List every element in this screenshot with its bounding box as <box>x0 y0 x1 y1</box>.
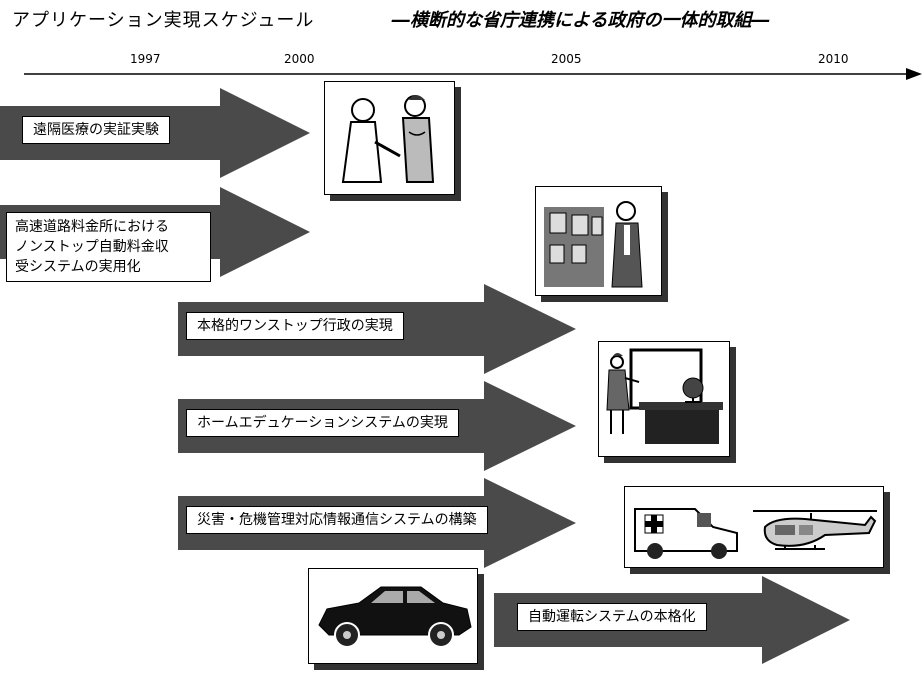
label-remote-medicine: 遠隔医療の実証実験 <box>22 116 170 144</box>
label-one-stop-gov: 本格的ワンストップ行政の実現 <box>186 312 404 340</box>
label-autonomous-driving: 自動運転システムの本格化 <box>517 603 707 631</box>
year-label-2010: 2010 <box>818 52 849 66</box>
teacher-board-icon <box>598 341 730 457</box>
page-title: アプリケーション実現スケジュール <box>12 10 315 31</box>
year-label-1997: 1997 <box>130 52 161 66</box>
year-label-2000: 2000 <box>284 52 315 66</box>
label-home-education: ホームエデュケーションシステムの実現 <box>186 409 459 437</box>
label-disaster-system: 災害・危機管理対応情報通信システムの構築 <box>186 506 488 534</box>
car-icon <box>308 568 478 664</box>
page-subtitle: ―横断的な省庁連携による政府の一体的取組― <box>392 10 770 31</box>
ambulance-helicopter-icon <box>624 486 884 568</box>
timeline-axis <box>24 68 922 80</box>
presenter-screens-icon <box>535 186 662 296</box>
doctor-patient-icon <box>324 81 455 195</box>
year-label-2005: 2005 <box>551 52 582 66</box>
label-etc-system: 高速道路料金所における ノンストップ自動料金収 受システムの実用化 <box>6 212 211 282</box>
